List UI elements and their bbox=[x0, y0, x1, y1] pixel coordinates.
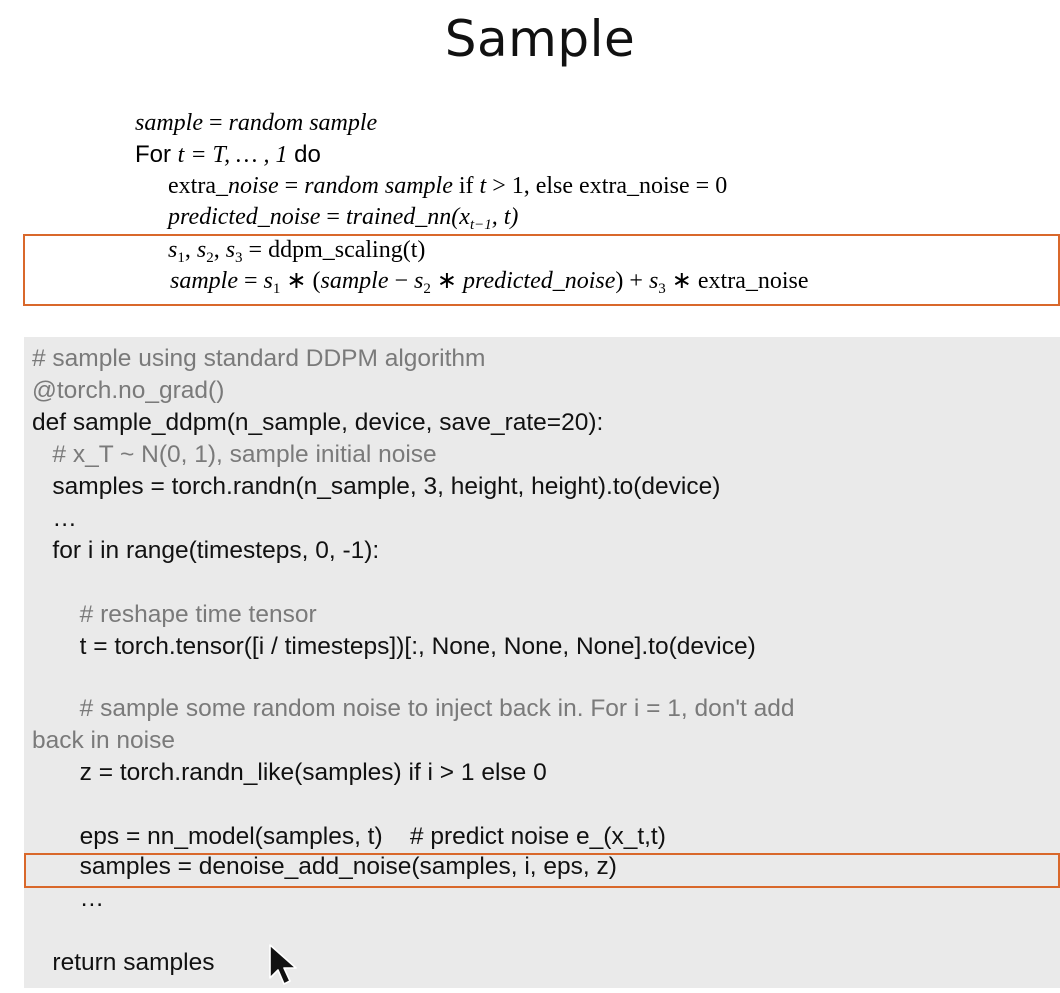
code-comment-reshape: # reshape time tensor bbox=[32, 601, 317, 628]
algo-line-6-i: predicted_noise bbox=[463, 268, 616, 294]
code-highlight-box bbox=[24, 853, 1060, 888]
algo-line-3-d: random sample bbox=[304, 173, 453, 199]
algo-line-4-sub: t−1 bbox=[469, 217, 492, 233]
algorithm-pseudocode: sample = random sample For t = T, … , 1 … bbox=[0, 0, 1060, 310]
code-ellipsis-2: … bbox=[32, 885, 105, 912]
algo-line-3-g: > 1, else extra_noise = 0 bbox=[486, 173, 728, 199]
algo-line-1-eq: = bbox=[203, 110, 229, 136]
algo-line-5: s1, s2, s3 = ddpm_scaling(t) bbox=[168, 236, 425, 272]
algo-line-6-e: sample bbox=[320, 268, 389, 294]
code-block bbox=[24, 337, 1060, 988]
algo-line-5-comma2: , bbox=[213, 237, 226, 263]
algo-line-5-s2sub: 2 bbox=[206, 250, 214, 266]
algo-line-2-suffix: do bbox=[287, 141, 321, 168]
algo-line-5-s2: s bbox=[196, 237, 207, 263]
mouse-pointer-icon bbox=[268, 944, 304, 988]
algo-line-6-csub: 1 bbox=[272, 281, 281, 297]
algo-line-6-l: ∗ extra_noise bbox=[665, 268, 809, 294]
algo-line-5-s3sub: 3 bbox=[235, 250, 243, 266]
algo-line-6-j: ) + bbox=[615, 268, 649, 294]
algo-line-6-b: = bbox=[238, 268, 264, 294]
code-comment-initial-noise: # x_T ~ N(0, 1), sample initial noise bbox=[32, 441, 437, 468]
algo-line-6-a: sample bbox=[170, 268, 238, 294]
algo-line-6-h: ∗ bbox=[430, 268, 463, 294]
algo-line-5-comma1: , bbox=[184, 237, 197, 263]
algo-line-3-a: extra bbox=[168, 173, 216, 199]
slide-title: Sample bbox=[444, 10, 636, 68]
algo-line-3: extra_noise = random sample if t > 1, el… bbox=[168, 172, 727, 200]
algo-line-3-c: = bbox=[278, 173, 305, 199]
algorithm-highlight-box bbox=[23, 234, 1060, 306]
algo-line-3-f: t bbox=[479, 173, 487, 199]
algo-line-6-ksub: 3 bbox=[658, 281, 666, 297]
algo-line-4: predicted_noise = trained_nn(xt−1, t) bbox=[168, 203, 518, 239]
algo-line-4-b: = bbox=[320, 204, 346, 230]
algo-line-6-k: s bbox=[648, 268, 659, 294]
algo-line-6-gsub: 2 bbox=[423, 281, 431, 297]
mouse-pointer-svg bbox=[269, 944, 297, 985]
algo-line-6: sample = s1 ∗ (sample − s2 ∗ predicted_n… bbox=[170, 267, 809, 303]
algo-line-6-d: ∗ ( bbox=[280, 268, 321, 294]
algo-line-2: For t = T, … , 1 do bbox=[135, 141, 321, 169]
algo-line-5-s1: s bbox=[168, 237, 178, 263]
algo-line-2-prefix: For bbox=[135, 141, 178, 168]
algo-line-5-s3: s bbox=[225, 237, 236, 263]
algo-line-3-e: if bbox=[452, 173, 480, 199]
code-for-loop: for i in range(timesteps, 0, -1): bbox=[32, 537, 380, 564]
algo-line-3-b: _noise bbox=[215, 173, 279, 199]
code-samples-init: samples = torch.randn(n_sample, 3, heigh… bbox=[32, 473, 721, 500]
algo-line-1-rhs: random sample bbox=[228, 110, 378, 136]
code-ellipsis-1: … bbox=[32, 505, 77, 532]
algo-line-4-d: (x bbox=[451, 204, 470, 230]
algo-line-4-e: , t) bbox=[491, 204, 519, 230]
code-decorator: @torch.no_grad() bbox=[32, 377, 225, 404]
algo-line-2-expr: t = T, … , 1 bbox=[177, 142, 288, 168]
code-denoise-line: samples = denoise_add_noise(samples, i, … bbox=[32, 853, 617, 880]
code-z-line: z = torch.randn_like(samples) if i > 1 e… bbox=[32, 759, 547, 786]
code-return-line: return samples bbox=[32, 949, 215, 976]
code-eps-comment: # predict noise e_(x_t,t) bbox=[382, 823, 666, 850]
algo-line-6-f: − bbox=[388, 268, 415, 294]
algo-line-1: sample = random sample bbox=[135, 109, 377, 137]
code-eps-statement: eps = nn_model(samples, t) bbox=[32, 823, 383, 850]
algo-line-4-c: trained_nn bbox=[345, 204, 452, 230]
code-def-line: def sample_ddpm(n_sample, device, save_r… bbox=[32, 409, 604, 436]
algo-line-5-rest: = ddpm_scaling(t) bbox=[242, 237, 426, 263]
code-comment-random-noise-cont: back in noise bbox=[32, 727, 176, 754]
code-eps-line: eps = nn_model(samples, t) # predict noi… bbox=[32, 822, 666, 852]
code-comment-random-noise: # sample some random noise to inject bac… bbox=[32, 695, 795, 722]
algo-line-6-g: s bbox=[414, 268, 424, 294]
code-time-tensor: t = torch.tensor([i / timesteps])[:, Non… bbox=[32, 633, 756, 660]
algo-line-6-c: s bbox=[263, 268, 273, 294]
algo-line-4-a: predicted_noise bbox=[168, 204, 321, 230]
code-comment-algorithm: # sample using standard DDPM algorithm bbox=[32, 345, 486, 372]
algo-line-1-lhs: sample bbox=[135, 110, 203, 136]
algo-line-5-s1sub: 1 bbox=[177, 250, 185, 266]
